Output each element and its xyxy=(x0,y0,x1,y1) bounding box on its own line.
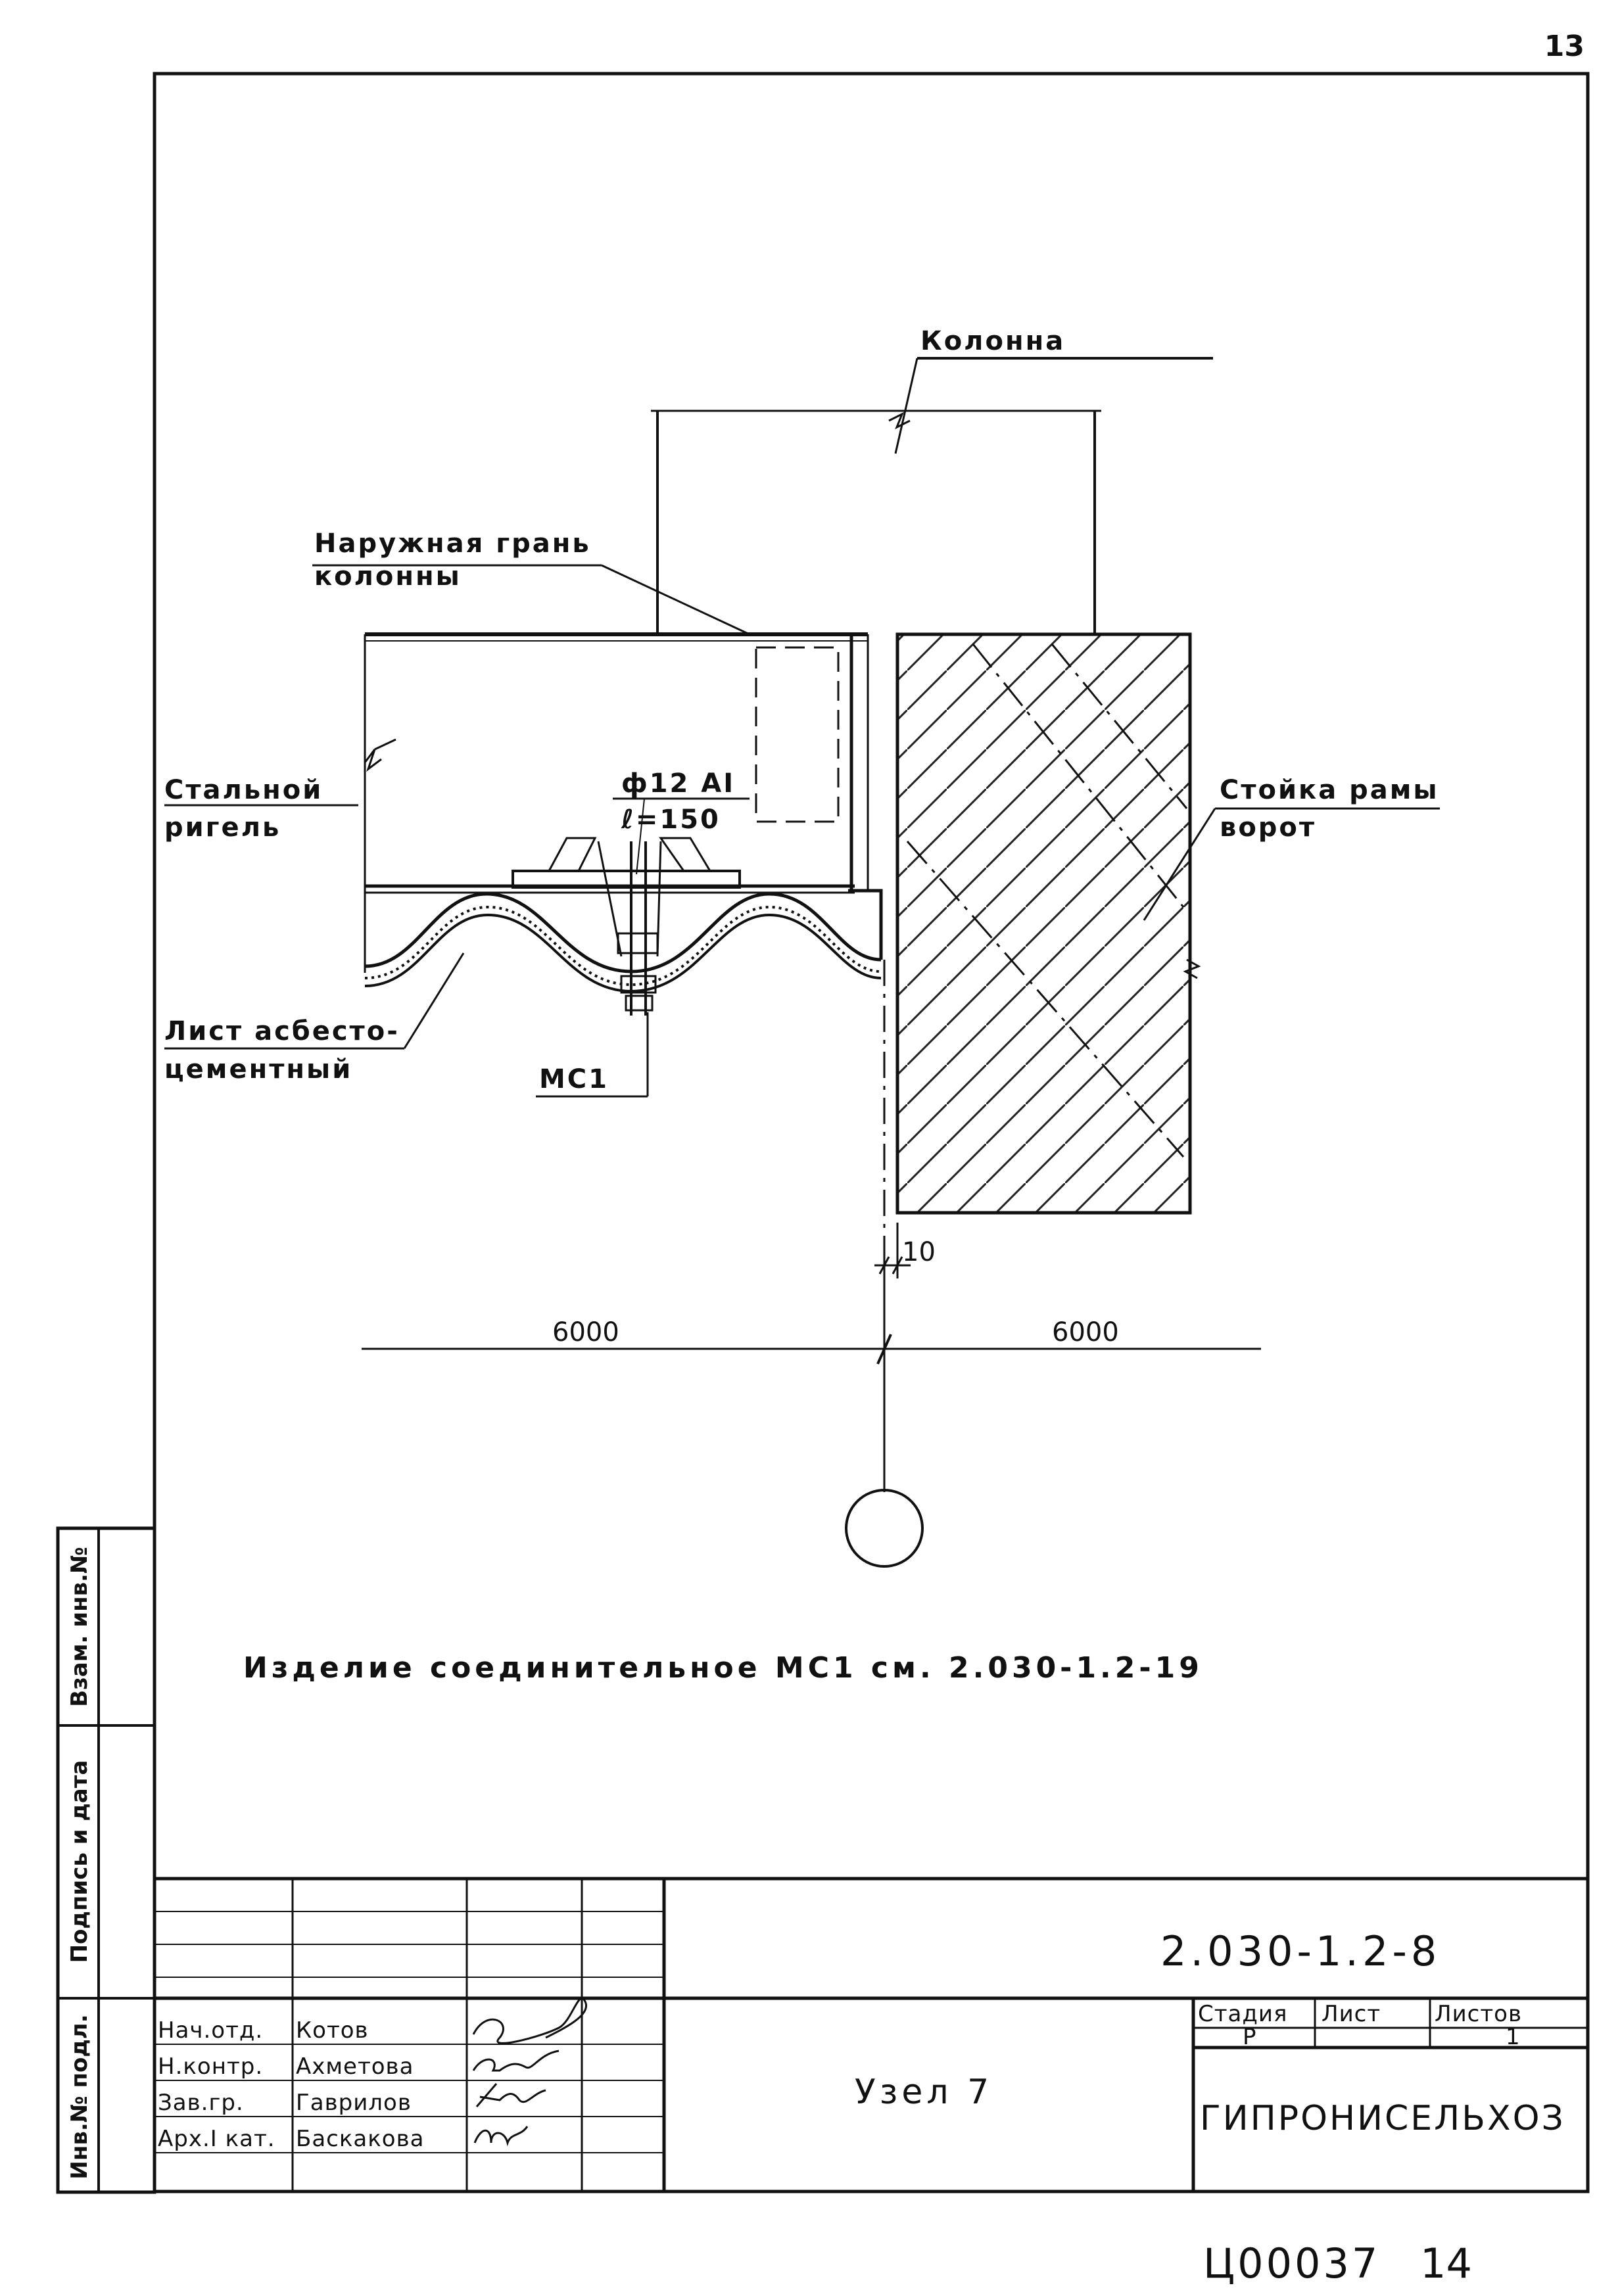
outer-face-label-1: Наружная грань xyxy=(314,528,591,559)
organization: ГИПРОНИСЕЛЬХОЗ xyxy=(1200,2099,1565,2138)
signature-2 xyxy=(472,2050,560,2072)
detail-labels: Колонна Наружная грань колонны Стальной … xyxy=(164,326,1439,1347)
sheets-header: Листов xyxy=(1435,2001,1522,2027)
stage-header: Стадия xyxy=(1198,2001,1287,2027)
drawing-title: Узел 7 xyxy=(855,2073,993,2112)
gate-post-label-2: ворот xyxy=(1220,812,1316,843)
stage-value: Р xyxy=(1243,2024,1257,2050)
staff-role-1: Нач.отд. xyxy=(158,2017,263,2044)
sheet-label-2: цементный xyxy=(164,1054,352,1085)
vzam-inv-label: Взам. инв.№ xyxy=(66,1547,93,1707)
staff-name-2: Ахметова xyxy=(296,2053,414,2080)
sheets-value: 1 xyxy=(1506,2024,1521,2050)
beam-label-2: ригель xyxy=(164,812,281,843)
designation: 2.030-1.2-8 xyxy=(1160,1927,1441,1975)
staff-role-4: Арх.I кат. xyxy=(158,2126,275,2152)
footer-code: Ц00037 xyxy=(1203,2239,1380,2287)
sheet-header: Лист xyxy=(1322,2001,1381,2027)
title-block xyxy=(155,1877,1588,2192)
staff-role-2: Н.контр. xyxy=(158,2053,263,2080)
gap-dimension-label: 10 xyxy=(902,1237,936,1267)
staff-name-1: Котов xyxy=(296,2017,369,2044)
sheet-label-1: Лист асбесто- xyxy=(164,1016,400,1046)
signature-date-label: Подпись и дата xyxy=(66,1760,93,1963)
signature-4 xyxy=(473,2126,529,2147)
bolt-label-1: ф12 АI xyxy=(621,768,735,799)
connection-note: Изделие соединительное МС1 см. 2.030-1.2… xyxy=(243,1651,1203,1685)
side-stamp: Взам. инв.№ Подпись и дата Инв.№ подл. xyxy=(56,1526,156,2194)
staff-name-3: Гаврилов xyxy=(296,2090,412,2116)
column-label: Колонна xyxy=(920,326,1065,356)
mc1-label: МС1 xyxy=(539,1064,609,1094)
staff-role-3: Зав.гр. xyxy=(158,2090,244,2116)
footer-page: 14 xyxy=(1420,2239,1472,2287)
bolt-label-2: ℓ=150 xyxy=(621,805,721,835)
detail-drawing xyxy=(164,357,1440,1568)
signature-3 xyxy=(475,2083,546,2107)
signature-1 xyxy=(472,1998,588,2044)
staff-name-4: Баскакова xyxy=(296,2126,424,2152)
gate-post-label-1: Стойка рамы xyxy=(1220,775,1439,805)
dimension-left-label: 6000 xyxy=(552,1317,619,1347)
sheet-frame xyxy=(153,72,1590,2193)
inv-original-label: Инв.№ подл. xyxy=(66,2014,93,2179)
dimension-right-label: 6000 xyxy=(1052,1317,1119,1347)
page-number: 13 xyxy=(1544,30,1584,63)
beam-label-1: Стальной xyxy=(164,775,323,805)
outer-face-label-2: колонны xyxy=(314,561,462,592)
